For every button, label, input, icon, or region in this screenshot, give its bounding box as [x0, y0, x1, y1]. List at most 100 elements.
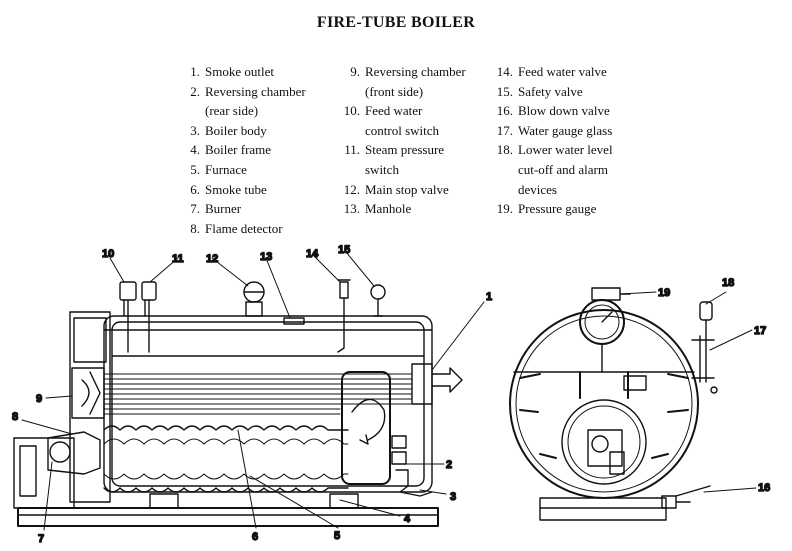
callout-9: 9 [36, 393, 42, 405]
feed-water-control-switch [119, 281, 137, 353]
boiler-frame [17, 507, 439, 527]
burner-head [47, 431, 101, 475]
legend-item: 10. Feed water control switch [332, 101, 466, 140]
legend-item-label: Safety valve [518, 83, 583, 99]
callout-7: 7 [38, 533, 44, 545]
steam-pressure-switch [141, 281, 157, 353]
legend-item-number: 7. [190, 201, 200, 217]
callout-12: 12 [206, 253, 218, 265]
legend-item: 3. Boiler body [172, 121, 306, 141]
legend-item-label: Reversing chamber (rear side) [205, 83, 306, 119]
legend-item-number: 2. [190, 83, 200, 99]
callout-17: 17 [754, 325, 766, 337]
legend-item-number: 13. [343, 201, 360, 217]
legend-item-number: 15. [496, 83, 513, 99]
main-stop-valve [243, 281, 265, 317]
legend-item: 14. Feed water valve [485, 62, 613, 82]
frame-foot-right [329, 493, 359, 509]
legend-item-number: 11. [344, 142, 360, 158]
feed-water-valve [337, 279, 351, 353]
legend-item-number: 16. [496, 103, 513, 119]
legend-item-label: Boiler body [205, 122, 267, 138]
callout-8: 8 [12, 411, 18, 423]
legend-item-label: Manhole [365, 201, 412, 217]
reversing-chamber-front [71, 367, 105, 419]
legend-item-label: Boiler frame [205, 142, 272, 158]
legend-item-number: 18. [496, 142, 513, 158]
legend-item-label: Burner [205, 201, 242, 217]
legend-item-number: 14. [496, 64, 513, 79]
legend-item-label: Flame detector [205, 220, 283, 236]
legend-item-number: 3. [190, 122, 200, 138]
legend-item: 13. Manhole [332, 199, 466, 219]
leader-lines [21, 251, 757, 531]
shell-front [509, 309, 699, 499]
legend-column-1: 1. Smoke outlet 2. Reversing chamber (rear … [172, 62, 306, 239]
legend-column-3: 14. Feed water valve 15. Safety valve 16. Blo… [485, 62, 613, 219]
smoke-outlet [411, 363, 433, 405]
legend-item-label: Blow down valve [518, 103, 610, 119]
furnace [103, 425, 349, 431]
legend-item: 7. Burner [172, 199, 306, 219]
legend-item-number: 9. [350, 64, 360, 79]
callout-19: 19 [658, 287, 670, 299]
legend-item-label: Water gauge glass [518, 122, 613, 138]
legend-item-number: 10. [343, 103, 360, 119]
blow-down-valve [661, 485, 711, 509]
callout-4: 4 [404, 513, 411, 525]
front-head [69, 311, 111, 503]
legend-item-label: Feed water valve [518, 64, 607, 79]
water-level-cutoff [699, 301, 713, 337]
legend-item-label: Smoke outlet [205, 64, 274, 79]
legend-item-label: Feed water control switch [365, 103, 440, 138]
legend-item: 19. Pressure gauge [485, 199, 613, 219]
callout-2: 2 [446, 459, 452, 471]
legend-item-label: Steam pressure switch [365, 142, 445, 177]
legend-item-number: 1. [190, 64, 200, 79]
legend-item: 11. Steam pressure switch [332, 140, 466, 179]
burner-housing [13, 437, 75, 509]
legend-item: 8. Flame detector [172, 219, 306, 239]
safety-valve [370, 284, 386, 317]
legend-item-number: 5. [190, 161, 200, 177]
legend-column-2: 9.Reversing chamber (front side)10.Feed … [332, 62, 466, 219]
legend-item: 15. Safety valve [485, 82, 613, 102]
legend-item: 16. Blow down valve [485, 101, 613, 121]
legend-item-number: 8. [190, 220, 200, 236]
legend-item-label: Lower water level cut-off and alarm devi… [518, 142, 613, 197]
side-view [13, 279, 463, 527]
callout-3: 3 [450, 491, 456, 503]
legend-item: 12. Main stop valve [332, 180, 466, 200]
callout-15: 15 [338, 244, 350, 256]
callout-5: 5 [334, 530, 340, 542]
callout-14: 14 [306, 248, 319, 260]
legend-item-number: 4. [190, 142, 200, 158]
callout-16: 16 [758, 482, 770, 494]
legend-item: 5. Furnace [172, 160, 306, 180]
front-base [539, 497, 667, 521]
legend-item: 6. Smoke tube [172, 180, 306, 200]
callout-10: 10 [102, 248, 114, 260]
legend-item: 4. Boiler frame [172, 140, 306, 160]
burner-front [587, 429, 623, 467]
legend-item-number: 12. [343, 181, 360, 197]
legend-item: 1. Smoke outlet [172, 62, 306, 82]
legend-item-label: Smoke tube [205, 181, 267, 197]
smoke-tubes [103, 373, 413, 415]
legend-item-label: Main stop valve [365, 181, 449, 197]
callout-18: 18 [722, 277, 734, 289]
legend-item-number: 6. [190, 181, 200, 197]
legend-item: 2. Reversing chamber (rear side) [172, 82, 306, 121]
manhole [283, 317, 305, 325]
callout-11: 11 [172, 253, 184, 265]
legend-item-number: 19. [496, 201, 513, 217]
legend-item-label: Furnace [205, 161, 247, 177]
callout-1: 1 [486, 291, 492, 303]
legend-item: 17.Water gauge glass [485, 121, 613, 141]
legend-item-label: Pressure gauge [518, 201, 597, 217]
pressure-gauge [579, 287, 631, 373]
reversing-chamber-rear [341, 371, 391, 485]
frame-foot-left [149, 493, 179, 509]
legend-item: 18. Lower water level cut-off and alarm d… [485, 140, 613, 199]
